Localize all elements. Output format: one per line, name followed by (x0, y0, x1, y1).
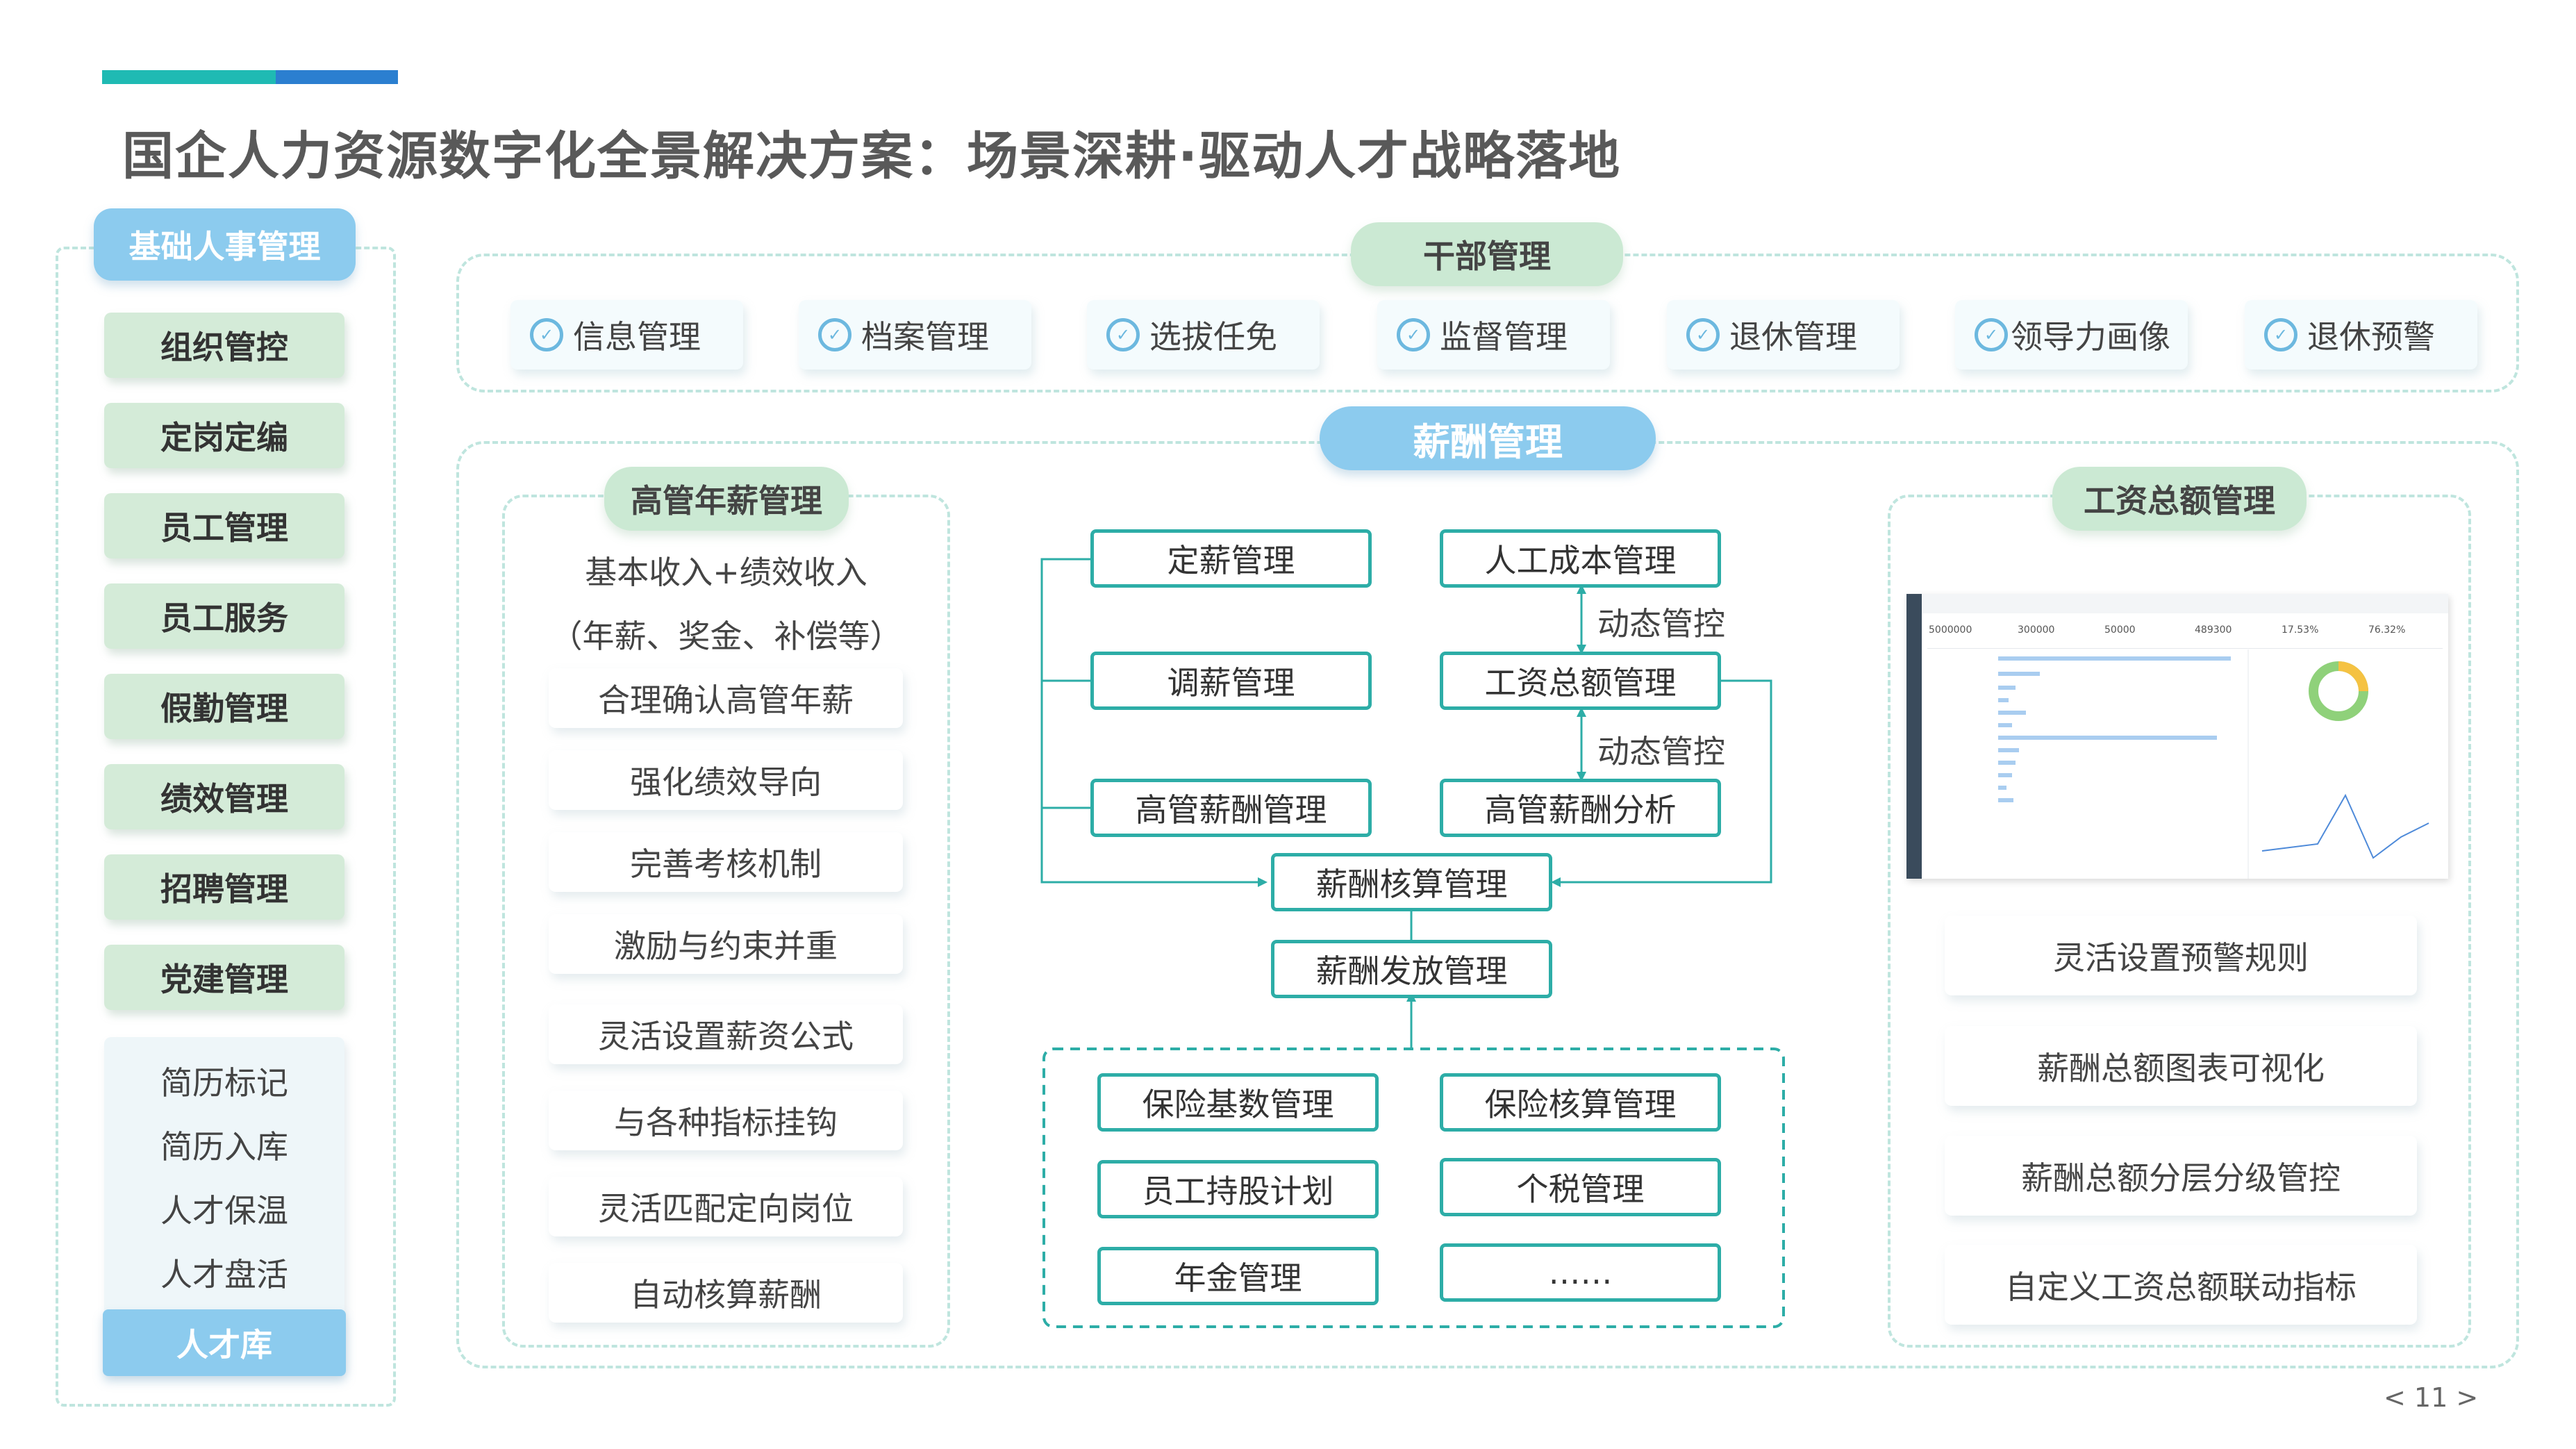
graduation-cap-icon: ✓ (530, 318, 563, 351)
flow-total-wage[interactable]: 工资总额管理 (1440, 652, 1721, 710)
talent-item-mark[interactable]: 简历标记 (160, 1064, 288, 1102)
flow-adjust-salary[interactable]: 调薪管理 (1090, 652, 1372, 710)
dashboard-screenshot: 5000000 300000 50000 489300 17.53% 76.32… (1906, 594, 2448, 879)
kpi-value: 5000000 (1929, 624, 1972, 636)
exec-item[interactable]: 自动核算薪酬 (549, 1263, 903, 1323)
cadre-item-retire-warning[interactable]: ✓退休预警 (2245, 300, 2477, 370)
sidebar-item-attendance[interactable]: 假勤管理 (104, 674, 344, 739)
talent-item-revive[interactable]: 人才盘活 (160, 1256, 288, 1293)
sidebar-header[interactable]: 基础人事管理 (94, 208, 356, 281)
sidebar-item-staffing[interactable]: 定岗定编 (104, 403, 344, 468)
exec-income-line: 基本收入+绩效收入 (585, 554, 867, 591)
graduation-cap-icon: ✓ (1686, 318, 1720, 351)
dynamic-control-label: 动态管控 (1597, 605, 1725, 643)
kpi-value: 50000 (2104, 624, 2136, 636)
flow-annuity[interactable]: 年金管理 (1097, 1247, 1379, 1305)
sidebar-item-employee[interactable]: 员工管理 (104, 493, 344, 558)
sidebar-item-performance[interactable]: 绩效管理 (104, 764, 344, 829)
graduation-cap-icon: ✓ (1397, 318, 1430, 351)
flow-salary-pay[interactable]: 薪酬发放管理 (1271, 940, 1552, 998)
cadre-item-leadership[interactable]: ✓领导力画像 (1955, 300, 2188, 370)
graduation-cap-icon: ✓ (2264, 318, 2297, 351)
graduation-cap-icon: ✓ (818, 318, 851, 351)
total-wage-item[interactable]: 薪酬总额图表可视化 (1945, 1026, 2417, 1106)
mock-sidebar (1906, 594, 1922, 879)
exec-income-detail: （年薪、奖金、补偿等） (550, 618, 902, 655)
dynamic-control-label: 动态管控 (1597, 733, 1725, 770)
kpi-value: 489300 (2195, 624, 2232, 636)
flow-esop[interactable]: 员工持股计划 (1097, 1160, 1379, 1218)
flow-labor-cost[interactable]: 人工成本管理 (1440, 529, 1721, 588)
cadre-item-retirement[interactable]: ✓退休管理 (1667, 300, 1900, 370)
sidebar-item-org[interactable]: 组织管控 (104, 313, 344, 378)
flow-fixed-salary[interactable]: 定薪管理 (1090, 529, 1372, 588)
mock-kpi-row: 5000000 300000 50000 489300 17.53% 76.32… (1927, 619, 2443, 649)
graduation-cap-icon: ✓ (1975, 318, 2008, 351)
page-title: 国企人力资源数字化全景解决方案：场景深耕·驱动人才战略落地 (122, 126, 1622, 186)
accent-bar-teal (102, 70, 276, 84)
flow-salary-calc[interactable]: 薪酬核算管理 (1271, 853, 1552, 911)
sidebar-item-party[interactable]: 党建管理 (104, 945, 344, 1010)
flow-more[interactable]: …… (1440, 1243, 1721, 1302)
cadre-header[interactable]: 干部管理 (1351, 222, 1623, 286)
exec-item[interactable]: 合理确认高管年薪 (549, 668, 903, 728)
exec-item[interactable]: 灵活匹配定向岗位 (549, 1177, 903, 1236)
kpi-value: 76.32% (2368, 624, 2406, 636)
sidebar-item-recruit[interactable]: 招聘管理 (104, 854, 344, 920)
page-number: < 11 > (2384, 1382, 2479, 1413)
exec-item[interactable]: 灵活设置薪资公式 (549, 1004, 903, 1064)
sidebar-item-service[interactable]: 员工服务 (104, 583, 344, 649)
flow-income-tax[interactable]: 个税管理 (1440, 1158, 1721, 1216)
exec-item[interactable]: 激励与约束并重 (549, 914, 903, 974)
talent-item-store[interactable]: 简历入库 (160, 1128, 288, 1166)
cadre-item-archive[interactable]: ✓档案管理 (799, 300, 1031, 370)
salary-header[interactable]: 薪酬管理 (1320, 406, 1656, 470)
flow-insurance-calc[interactable]: 保险核算管理 (1440, 1073, 1721, 1132)
cadre-item-supervision[interactable]: ✓监督管理 (1377, 300, 1610, 370)
total-wage-item[interactable]: 薪酬总额分层分级管控 (1945, 1136, 2417, 1216)
flow-exec-salary[interactable]: 高管薪酬管理 (1090, 779, 1372, 837)
exec-item[interactable]: 强化绩效导向 (549, 750, 903, 810)
exec-header[interactable]: 高管年薪管理 (604, 467, 849, 531)
exec-item[interactable]: 完善考核机制 (549, 832, 903, 892)
graduation-cap-icon: ✓ (1106, 318, 1140, 351)
cadre-item-info[interactable]: ✓信息管理 (510, 300, 743, 370)
total-wage-item[interactable]: 自定义工资总额联动指标 (1945, 1245, 2417, 1325)
kpi-value: 17.53% (2282, 624, 2319, 636)
mock-toolbar (1922, 594, 2448, 613)
talent-item-warm[interactable]: 人才保温 (160, 1192, 288, 1229)
mock-charts (1998, 649, 2429, 879)
talent-pool-button[interactable]: 人才库 (103, 1309, 346, 1376)
accent-bar-blue (276, 70, 398, 84)
kpi-value: 300000 (2018, 624, 2055, 636)
exec-item[interactable]: 与各种指标挂钩 (549, 1091, 903, 1150)
total-wage-header[interactable]: 工资总额管理 (2052, 467, 2307, 531)
flow-exec-analysis[interactable]: 高管薪酬分析 (1440, 779, 1721, 837)
flow-insurance-base[interactable]: 保险基数管理 (1097, 1073, 1379, 1132)
total-wage-item[interactable]: 灵活设置预警规则 (1945, 916, 2417, 995)
cadre-item-selection[interactable]: ✓选拔任免 (1087, 300, 1320, 370)
